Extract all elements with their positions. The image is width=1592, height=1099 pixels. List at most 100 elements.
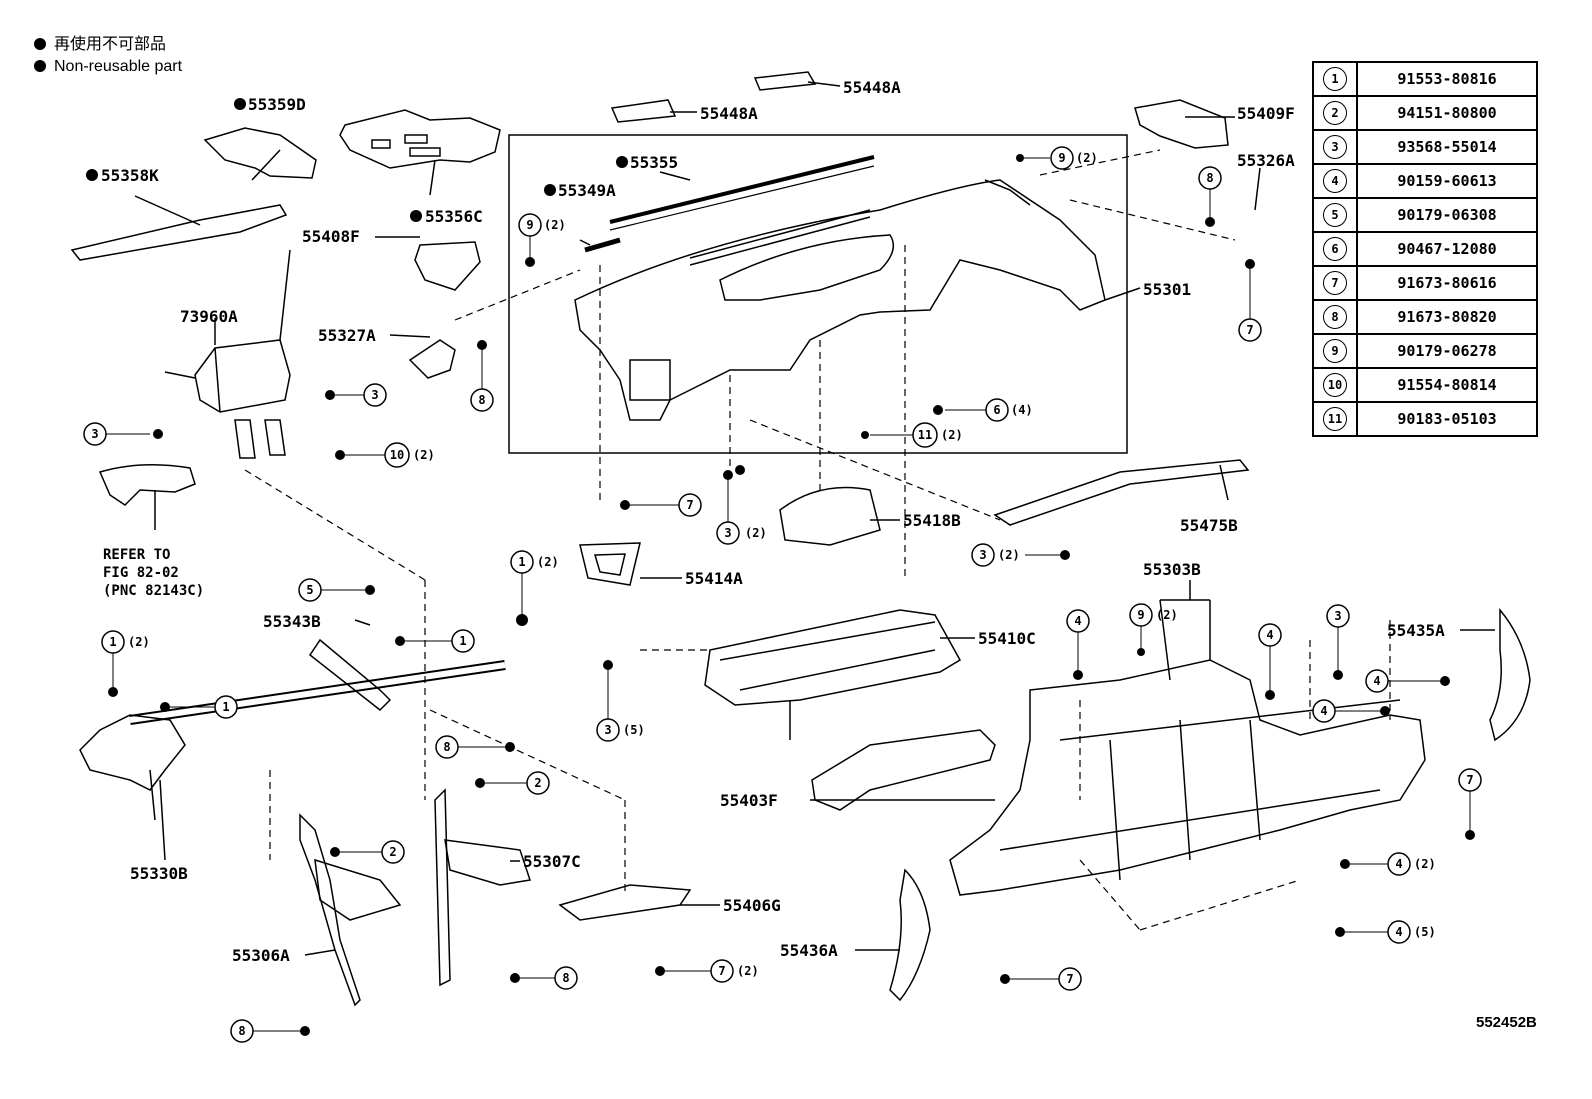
- harness-shape: [98, 464, 196, 506]
- parts-table-ref-cell: 7: [1312, 265, 1358, 301]
- ref-number-circle: 1: [1323, 67, 1347, 91]
- svg-text:2: 2: [534, 776, 541, 790]
- instrument-panel-55301-shape: [574, 179, 1106, 421]
- panel-55403F-shape: [811, 729, 996, 811]
- callout-4-support-mid: 4: [1258, 623, 1282, 690]
- ref-number-circle: 6: [1323, 237, 1347, 261]
- callout-6: 6 (4): [945, 398, 1033, 422]
- callout-7-center: 7: [630, 493, 702, 517]
- svg-text:1: 1: [459, 634, 466, 648]
- callout-1-mid: 1: [405, 629, 475, 653]
- svg-text:4: 4: [1395, 925, 1402, 939]
- parts-table-part-number: 90183-05103: [1356, 401, 1538, 437]
- parts-table-ref-cell: 9: [1312, 333, 1358, 369]
- svg-text:4: 4: [1395, 857, 1402, 871]
- parts-table-row: 7 91673-80616: [1312, 265, 1538, 301]
- fastener-callouts: 9 (2) 8 7 3 3: [83, 146, 1482, 1043]
- legend-japanese: 再使用不可部品: [34, 34, 166, 56]
- ref-number-circle: 9: [1323, 339, 1347, 363]
- callout-3-panel: 3 (2): [971, 543, 1060, 567]
- parts-table-ref-cell: 6: [1312, 231, 1358, 267]
- label-55349A: 55349A: [558, 181, 616, 200]
- ref-number-circle: 8: [1323, 305, 1347, 329]
- callout-3-box: 3 (5): [596, 670, 645, 742]
- svg-text:(2): (2): [941, 428, 963, 442]
- callout-1-left: 1: [170, 695, 238, 719]
- parts-table-ref-cell: 1: [1312, 61, 1358, 97]
- bracket-55307C-shape: [444, 839, 531, 886]
- svg-text:7: 7: [1066, 972, 1073, 986]
- callout-1-top: 1 (2): [510, 550, 559, 615]
- parts-table-part-number: 90467-12080: [1356, 231, 1538, 267]
- svg-text:4: 4: [1266, 628, 1273, 642]
- parts-table-row: 8 91673-80820: [1312, 299, 1538, 335]
- label-55359D: 55359D: [248, 95, 306, 114]
- ref-number-circle: 7: [1323, 271, 1347, 295]
- label-55403F: 55403F: [720, 791, 778, 810]
- svg-text:3: 3: [1334, 609, 1341, 623]
- label-55355: 55355: [630, 153, 678, 172]
- label-55448A: 55448A: [700, 104, 758, 123]
- svg-text:6: 6: [993, 403, 1000, 417]
- callout-7-bracket: 7 (2): [665, 959, 759, 983]
- drawing-id: 552452B: [1476, 1014, 1537, 1031]
- assembly-guide-lines: [244, 149, 1391, 931]
- pad-55358K-shape: [70, 204, 288, 261]
- svg-text:1: 1: [109, 635, 116, 649]
- svg-text:4: 4: [1074, 614, 1081, 628]
- svg-text:7: 7: [718, 964, 725, 978]
- ref-number-circle: 4: [1323, 169, 1347, 193]
- refer-note: REFER TO FIG 82-02 (PNC 82143C): [103, 546, 204, 600]
- ref-number-circle: 11: [1323, 407, 1347, 431]
- support-55303B-shape: [949, 659, 1426, 896]
- svg-text:9: 9: [526, 218, 533, 232]
- parts-table-part-number: 93568-55014: [1356, 129, 1538, 165]
- callout-9-left: 9 (2): [518, 213, 566, 258]
- svg-text:(2): (2): [537, 555, 559, 569]
- callout-4-support-right-2: 4: [1312, 699, 1380, 723]
- parts-table-ref-cell: 11: [1312, 401, 1358, 437]
- svg-text:(2): (2): [1414, 857, 1436, 871]
- callout-4-support-lower: 4 (2): [1350, 852, 1436, 876]
- non-reusable-markers: [86, 98, 628, 222]
- callout-4-support-right: 4: [1365, 669, 1440, 693]
- label-55409F: 55409F: [1237, 104, 1295, 123]
- callout-8-beam: 8: [435, 735, 505, 759]
- label-55327A: 55327A: [318, 326, 376, 345]
- rod-shape: [434, 788, 451, 987]
- pad-55359D-shape: [203, 127, 317, 179]
- parts-table-part-number: 91554-80814: [1356, 367, 1538, 403]
- label-55330B: 55330B: [130, 864, 188, 883]
- callout-8-right: 8: [1198, 166, 1222, 218]
- parts-table-ref-cell: 3: [1312, 129, 1358, 165]
- label-55475B: 55475B: [1180, 516, 1238, 535]
- parts-table-part-number: 90179-06278: [1356, 333, 1538, 369]
- label-55406G: 55406G: [723, 896, 781, 915]
- legend-english: Non-reusable part: [34, 56, 182, 78]
- label-55414A: 55414A: [685, 569, 743, 588]
- callout-3-support: 3: [1326, 604, 1350, 670]
- svg-text:(2): (2): [737, 964, 759, 978]
- callout-4-support-left: 4: [1066, 609, 1090, 670]
- svg-text:(2): (2): [998, 548, 1020, 562]
- label-55410C: 55410C: [978, 629, 1036, 648]
- label-55301: 55301: [1143, 280, 1191, 299]
- svg-text:1: 1: [222, 700, 229, 714]
- pad-55356C-shape: [339, 109, 501, 169]
- parts-table-part-number: 91673-80820: [1356, 299, 1538, 335]
- parts-table-part-number: 91673-80616: [1356, 265, 1538, 301]
- svg-text:(2): (2): [128, 635, 150, 649]
- callout-11: 11 (2): [870, 422, 963, 448]
- svg-text:1: 1: [518, 555, 525, 569]
- label-55307C: 55307C: [523, 852, 581, 871]
- parts-table-ref-cell: 2: [1312, 95, 1358, 131]
- callout-3-cluster: 3 (2): [716, 480, 767, 545]
- label-55448A-top: 55448A: [843, 78, 901, 97]
- label-55358K: 55358K: [101, 166, 159, 185]
- svg-text:(2): (2): [1156, 608, 1178, 622]
- svg-text:(2): (2): [544, 218, 566, 232]
